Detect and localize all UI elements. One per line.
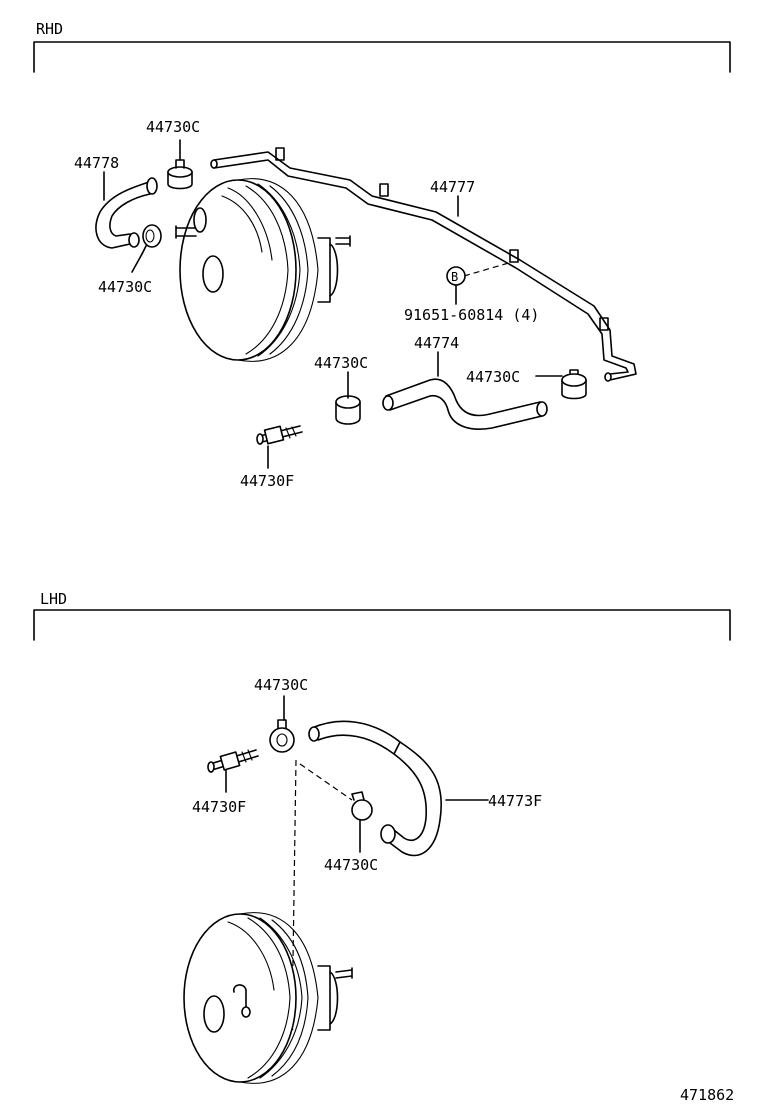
lhd-hose-44773f: [308, 720, 442, 857]
lhd-clamp-top: [269, 719, 295, 753]
rhd-label-pipe-44777: 44777: [430, 178, 475, 196]
lhd-label-hose-44773f: 44773F: [488, 792, 542, 810]
rhd-leader-clamp-left: [131, 253, 143, 273]
rhd-clamp-right: [561, 369, 587, 400]
rhd-label-hose-44774: 44774: [414, 334, 459, 352]
rhd-pipe-44777: [210, 147, 637, 382]
lhd-check-valve: [207, 749, 259, 773]
rhd-section-label: RHD: [36, 20, 63, 38]
figure-number: 471862: [680, 1086, 734, 1104]
rhd-label-clamp-left: 44730C: [98, 278, 152, 296]
rhd-bolt-callout: B: [446, 261, 513, 305]
lhd-section-bracket: [33, 609, 731, 641]
lhd-label-clamp-bottom: 44730C: [324, 856, 378, 874]
rhd-clamp-left: [141, 224, 162, 255]
lhd-clamp-bottom: [351, 791, 373, 821]
lhd-section-label: LHD: [40, 590, 67, 608]
rhd-hose-44778: [95, 177, 158, 249]
rhd-section-bracket: [33, 41, 731, 73]
rhd-label-hose-44778: 44778: [74, 154, 119, 172]
rhd-hose-44774: [382, 378, 548, 430]
rhd-section: RHD: [33, 20, 731, 490]
rhd-clamp-top: [167, 159, 193, 190]
lhd-label-clamp-top: 44730C: [254, 676, 308, 694]
rhd-check-valve: [256, 425, 303, 445]
rhd-label-clamp-top: 44730C: [146, 118, 200, 136]
rhd-brake-booster: [175, 178, 351, 362]
lhd-label-check-valve: 44730F: [192, 798, 246, 816]
rhd-label-bolt-ref: 91651-60814 (4): [404, 306, 539, 324]
lhd-brake-booster: [183, 912, 353, 1084]
rhd-label-clamp-right: 44730C: [466, 368, 520, 386]
lhd-section: LHD: [33, 590, 731, 1084]
rhd-clamp-mid: [335, 395, 361, 425]
rhd-label-check-valve: 44730F: [240, 472, 294, 490]
rhd-label-clamp-mid: 44730C: [314, 354, 368, 372]
lhd-connect-line-clamp: [299, 763, 353, 801]
callout-symbol: B: [451, 270, 458, 284]
